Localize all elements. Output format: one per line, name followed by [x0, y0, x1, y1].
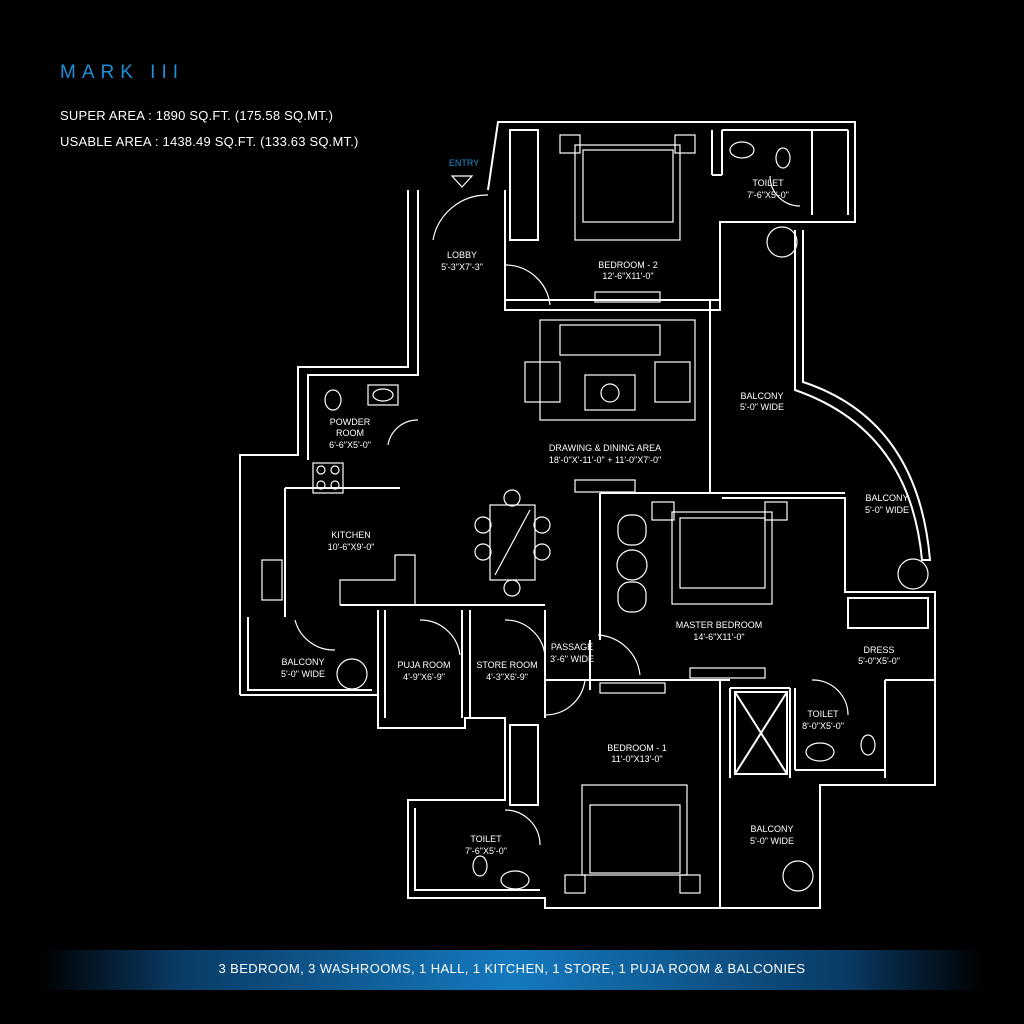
bedroom1-label: BEDROOM - 1 — [607, 743, 667, 753]
wall-bedroom2 — [487, 121, 856, 311]
master-size: 14'-6"X11'-0" — [693, 632, 744, 642]
store-label: STORE ROOM — [476, 660, 537, 670]
master-bed-icon — [671, 511, 773, 605]
toilet-master-label: TOILET — [807, 709, 839, 719]
store-size: 4'-3"X6'-9" — [486, 672, 528, 682]
balcony-kitchen-size: 5'-0" WIDE — [281, 669, 325, 679]
toilet-top-label: TOILET — [752, 178, 784, 188]
curved-balcony-railing — [794, 230, 932, 561]
balcony-curved-label: BALCONY — [865, 493, 908, 503]
usable-area-text: USABLE AREA : 1438.49 SQ.FT. (133.63 SQ.… — [60, 134, 359, 149]
toilet-master-size: 8'-0"X5'-0" — [802, 721, 844, 731]
powder-label-1: POWDER — [330, 417, 371, 427]
plan-title: MARK III — [60, 62, 185, 83]
entry-label: ENTRY — [449, 158, 479, 168]
master-label: MASTER BEDROOM — [676, 620, 763, 630]
entry-arrow-icon — [450, 175, 474, 188]
dress-label: DRESS — [863, 645, 894, 655]
powder-size: 6'-6"X5'-0" — [329, 440, 371, 450]
wall-kitchen-balcony — [247, 617, 372, 691]
summary-text: 3 BEDROOM, 3 WASHROOMS, 1 HALL, 1 KITCHE… — [218, 961, 806, 976]
drawing-size: 18'-0"X'-11'-0" + 11'-0"X7'-0" — [549, 455, 661, 465]
balcony-kitchen-label: BALCONY — [281, 657, 324, 667]
bed-icon — [574, 144, 681, 241]
lobby-size: 5'-3"X7'-3" — [441, 262, 483, 272]
toilet-bottom-size: 7'-6"X5'-0" — [465, 846, 507, 856]
passage-label: PASSAGE — [551, 642, 593, 652]
bed1-icon — [581, 784, 688, 876]
sofa-icon — [539, 319, 696, 421]
super-area-text: SUPER AREA : 1890 SQ.FT. (175.58 SQ.MT.) — [60, 108, 334, 123]
plan-walls — [239, 121, 936, 909]
wall-lower-outline — [240, 497, 936, 909]
wall-left-upper — [239, 190, 409, 695]
dress-size: 5'-0"X5'-0" — [858, 656, 900, 666]
summary-banner: 3 BEDROOM, 3 WASHROOMS, 1 HALL, 1 KITCHE… — [40, 950, 984, 990]
toilet-top-size: 7'-6"X5'-0" — [747, 190, 789, 200]
powder-label-2: ROOM — [336, 428, 364, 438]
balcony-upper-size: 5'-0" WIDE — [740, 402, 784, 412]
puja-size: 4'-9"X6'-9" — [403, 672, 445, 682]
bedroom2-size: 12'-6"X11'-0" — [602, 271, 653, 281]
plan-furniture — [261, 134, 929, 894]
balcony-bottom-size: 5'-0" WIDE — [750, 836, 794, 846]
balcony-curved-size: 5'-0" WIDE — [865, 505, 909, 515]
plan-doors — [294, 175, 849, 846]
bedroom2-label: BEDROOM - 2 — [598, 260, 658, 270]
drawing-label: DRAWING & DINING AREA — [549, 443, 661, 453]
kitchen-label: KITCHEN — [331, 530, 371, 540]
plant-icon — [766, 226, 798, 258]
balcony-upper-label: BALCONY — [740, 391, 783, 401]
kitchen-size: 10'-6"X9'-0" — [328, 542, 375, 552]
tv-unit-icon — [594, 291, 661, 303]
lobby-label: LOBBY — [447, 250, 477, 260]
wall-left-inner — [307, 190, 419, 460]
toilet-bottom-label: TOILET — [470, 834, 502, 844]
balcony-bottom-label: BALCONY — [750, 824, 793, 834]
bedroom1-size: 11'-0"X13'-0" — [611, 754, 662, 764]
puja-label: PUJA ROOM — [397, 660, 450, 670]
passage-size: 3'-6" WIDE — [550, 654, 594, 664]
wall-bottom-toilet — [414, 808, 540, 891]
